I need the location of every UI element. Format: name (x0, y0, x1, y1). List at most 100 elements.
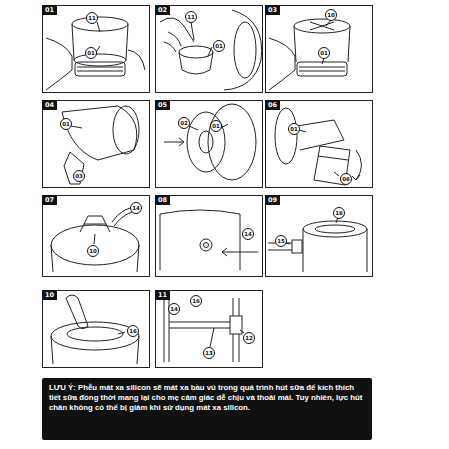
callout-number: 16 (129, 328, 137, 334)
step-panel: 03 10 01 (265, 5, 373, 93)
insert-arrow (222, 248, 258, 256)
pump-body (62, 106, 137, 160)
bottle (314, 146, 350, 185)
funnel-opening (113, 106, 139, 154)
callout-number: 01 (62, 121, 70, 127)
funnel-horn (269, 38, 295, 90)
note-text: LƯU Ý: Phễu mát xa silicon sẽ mát xa bầu… (49, 383, 365, 413)
leader-line (71, 126, 82, 174)
callout-circle: 11 (86, 12, 98, 24)
callout-circle: 01 (85, 47, 97, 59)
callout-number: 10 (89, 248, 97, 254)
callout-number: 14 (170, 306, 178, 312)
callout-number: 01 (290, 126, 298, 132)
callout-number: 14 (132, 205, 140, 211)
callout-circle: 01 (60, 118, 72, 130)
leader-line (189, 124, 228, 130)
funnel-flange (275, 108, 297, 164)
callout-circle: 14 (130, 202, 142, 214)
bottle-neck (72, 24, 128, 60)
callout-number: 16 (335, 210, 343, 216)
step-panel: 1016 (42, 290, 150, 368)
valve-cross (294, 22, 350, 62)
thread-ring (297, 62, 347, 76)
step-panel: 1114161213 (155, 290, 263, 368)
motor-top (51, 225, 139, 265)
step-number: 04 (42, 100, 57, 110)
callout-number: 11 (88, 15, 96, 21)
panel-9-art (268, 217, 367, 272)
panel-4-art (62, 106, 139, 184)
step-panel: 07 10 14 (42, 195, 150, 277)
step-number: 11 (155, 290, 170, 300)
callout-number: 01 (215, 43, 223, 49)
step-panel: 02 11 01 (155, 5, 263, 93)
neck-base (74, 54, 126, 66)
motor-lid (315, 225, 355, 233)
tube-plug (292, 240, 302, 253)
step-number: 07 (42, 195, 57, 205)
callout-circle: 14 (242, 228, 254, 240)
callout-number: 01 (212, 123, 220, 129)
step-number: 09 (265, 195, 280, 205)
panel-1-art (46, 17, 145, 90)
insert-hole (199, 131, 213, 153)
step-panel: 01 11 01 (42, 5, 150, 93)
motor-lid (67, 327, 123, 341)
callout-circle: 06 (340, 173, 352, 185)
callout-circle: 12 (243, 332, 255, 344)
callout-circle: 11 (185, 11, 197, 23)
step-number: 01 (42, 5, 57, 15)
note-box: LƯU Ý: Phễu mát xa silicon sẽ mát xa bầu… (42, 378, 372, 440)
step-panel: 04 01 03 (42, 100, 150, 188)
callout-number: 01 (320, 50, 328, 56)
callout-circle: 13 (203, 347, 215, 359)
step-panel: 08 14 (155, 195, 263, 277)
step-number: 03 (265, 5, 280, 15)
leader-line (210, 328, 244, 347)
pressing-finger (66, 295, 88, 329)
funnel-flange (224, 10, 262, 90)
callout-number: 12 (245, 335, 253, 341)
leader-line (286, 217, 338, 244)
tube (112, 206, 140, 226)
callout-number: 03 (75, 173, 83, 179)
membrane-cup (179, 46, 213, 58)
callout-circle: 02 (178, 117, 190, 129)
callout-number: 11 (187, 14, 195, 20)
callout-circle: 01 (213, 40, 225, 52)
panel-7-art (51, 206, 140, 272)
panel-8-art (160, 210, 258, 270)
leader-line (94, 234, 95, 244)
t-connector (230, 316, 242, 334)
step-panel: 05 02 01 (155, 100, 263, 188)
panel-5-art (164, 104, 256, 180)
leader-line (96, 22, 100, 52)
tube-horizontal (169, 322, 230, 328)
step-panel: 09 15 16 (265, 195, 373, 277)
valve-part (80, 216, 110, 232)
pump-body (297, 120, 344, 150)
callout-circle: 15 (275, 235, 287, 247)
step-number: 02 (155, 5, 170, 15)
leader-line (299, 130, 339, 176)
callout-circle: 03 (73, 170, 85, 182)
leader-line (118, 332, 125, 334)
thread-ring (75, 62, 125, 76)
motor-body (51, 336, 139, 364)
callout-circle: 01 (210, 120, 222, 132)
tube-port (200, 239, 212, 251)
silicone-insert (187, 112, 225, 172)
duckbill-valve (64, 152, 84, 184)
panel-6-art (275, 108, 362, 185)
callout-number: 10 (327, 12, 335, 18)
callout-number: 02 (180, 120, 188, 126)
motor-side (160, 210, 240, 270)
step-number: 05 (155, 100, 170, 110)
port-hole (204, 243, 209, 248)
callout-circle: 10 (325, 9, 337, 21)
step-number: 08 (155, 195, 170, 205)
callout-circle: 16 (127, 325, 139, 337)
step-panel: 060106 (265, 100, 373, 188)
